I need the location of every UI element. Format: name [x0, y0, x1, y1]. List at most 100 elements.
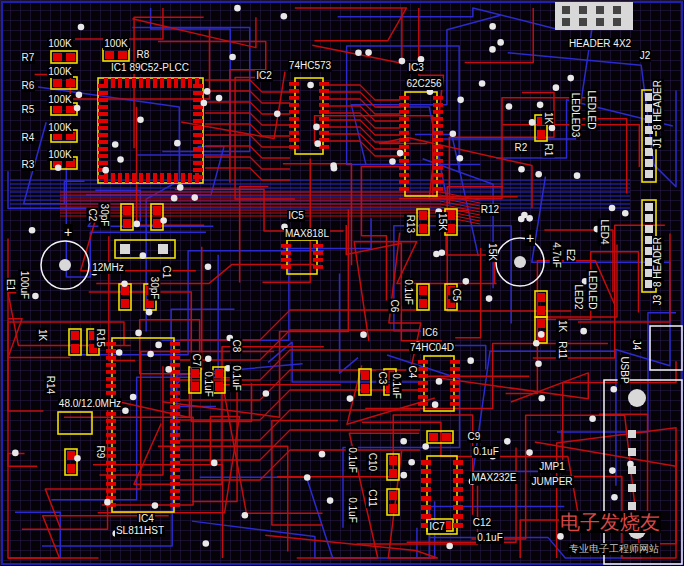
solder-pad	[193, 168, 203, 172]
via	[610, 386, 617, 393]
solder-pad	[289, 145, 299, 149]
via	[165, 366, 172, 373]
copper-trace	[180, 330, 420, 360]
copper-trace	[180, 370, 420, 400]
solder-pad	[289, 124, 299, 128]
solder-pad	[170, 384, 180, 388]
copper-trace	[389, 233, 529, 377]
copper-trace	[365, 343, 608, 408]
copper-trace	[272, 421, 338, 525]
solder-pad	[289, 103, 299, 107]
via	[549, 125, 556, 132]
silkscreen-label: C10	[366, 452, 378, 472]
solder-pad	[281, 244, 291, 248]
silkscreen-outline	[405, 92, 437, 196]
via	[211, 460, 218, 467]
via	[242, 512, 249, 519]
via	[400, 472, 407, 479]
silkscreen-label: C1	[160, 265, 172, 280]
solder-pad	[170, 363, 180, 367]
solder-pad	[281, 265, 291, 269]
solder-pad	[450, 381, 460, 385]
solder-pad	[167, 78, 171, 88]
solder-pad	[399, 110, 409, 114]
copper-trace	[520, 414, 647, 558]
solder-pad	[453, 523, 463, 528]
solder-pad	[106, 426, 116, 430]
solder-pad	[160, 173, 164, 183]
via	[263, 390, 270, 397]
via	[457, 97, 464, 104]
solder-pad	[399, 103, 409, 107]
copper-trace	[407, 448, 516, 543]
silkscreen-outline	[424, 356, 454, 411]
solder-pad	[193, 126, 203, 130]
silkscreen-label: LEDLED	[586, 270, 598, 311]
copper-trace	[449, 93, 554, 205]
via	[489, 23, 496, 30]
copper-trace	[8, 322, 124, 411]
solder-pad	[453, 460, 463, 465]
copper-trace	[75, 8, 163, 39]
solder-pad	[181, 173, 185, 183]
silkscreen-label: E2	[564, 248, 576, 262]
silkscreen-label: R2	[514, 142, 529, 154]
copper-trace	[205, 91, 290, 103]
copper-trace	[205, 124, 290, 136]
solder-pad	[106, 391, 116, 395]
silkscreen-label: J4	[630, 339, 642, 352]
solder-pad	[191, 382, 199, 391]
via	[518, 166, 525, 173]
solder-pad	[153, 78, 157, 88]
solder-pad	[537, 332, 545, 341]
silkscreen-label: 0.1uF	[472, 446, 500, 458]
copper-trace	[10, 180, 630, 181]
silkscreen-label: 12MHz	[91, 262, 125, 274]
solder-pad	[645, 225, 653, 233]
solder-pad	[170, 349, 180, 353]
components	[51, 49, 656, 534]
solder-pad	[433, 173, 443, 177]
via	[521, 212, 528, 219]
solder-pad	[313, 258, 323, 262]
silkscreen-outline	[427, 456, 457, 534]
solder-pad	[319, 145, 329, 149]
header-pin	[596, 18, 604, 26]
silkscreen-label: C8	[230, 339, 242, 354]
solder-pad	[450, 402, 460, 406]
silkscreen-outline	[51, 77, 77, 89]
solder-pad	[450, 374, 460, 378]
silkscreen-label: +	[525, 230, 535, 246]
solder-pad	[645, 203, 653, 211]
via	[526, 449, 533, 456]
solder-pad	[433, 110, 443, 114]
solder-pad	[170, 342, 180, 346]
silkscreen-outline	[115, 240, 175, 258]
via	[609, 205, 616, 212]
solder-pad	[433, 138, 443, 142]
solder-pad	[118, 173, 122, 183]
solder-pad	[170, 440, 180, 444]
copper-trace	[180, 310, 420, 340]
capacitor-pad	[514, 256, 526, 268]
silkscreen-label: IC6	[421, 327, 439, 339]
silkscreen-label: MAX818L	[284, 228, 330, 240]
solder-pad	[433, 96, 443, 100]
silkscreen-outline	[98, 78, 203, 183]
solder-pad	[399, 159, 409, 163]
capacitor-outline	[41, 241, 89, 289]
solder-pad	[167, 173, 171, 183]
solder-pad	[319, 138, 329, 142]
via	[76, 92, 83, 99]
via	[314, 140, 321, 147]
via	[304, 474, 311, 481]
db9-outline	[604, 380, 682, 564]
solder-pad	[450, 395, 460, 399]
solder-pad	[170, 419, 180, 423]
silkscreen-label: R12	[480, 204, 500, 216]
solder-pad	[67, 451, 75, 460]
solder-pad	[193, 133, 203, 137]
solder-pad	[399, 96, 409, 100]
top-traces	[8, 8, 676, 558]
solder-pad	[421, 478, 431, 483]
